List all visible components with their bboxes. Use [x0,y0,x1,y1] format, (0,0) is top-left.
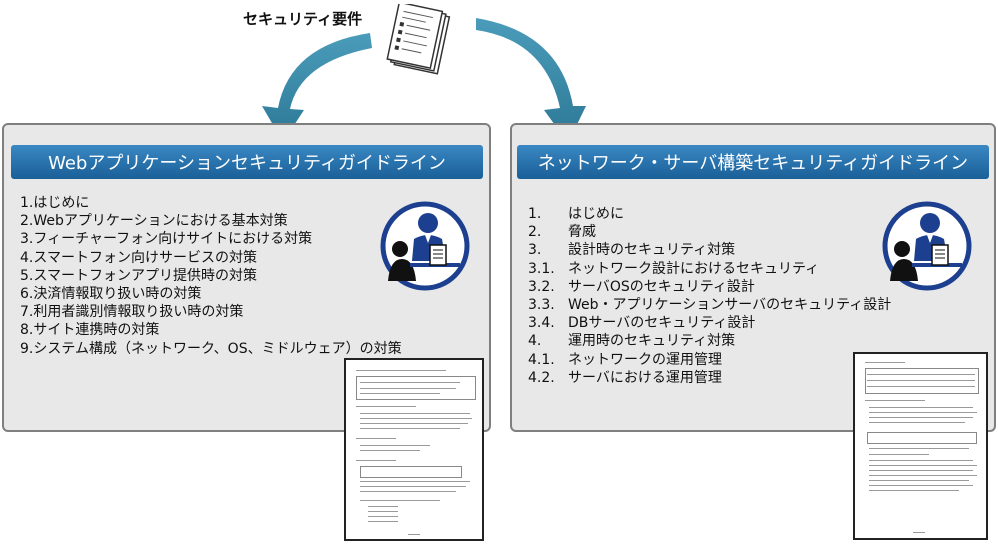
list-item: 7.利用者識別情報取り扱い時の対策 [20,304,244,321]
list-item: 4.2.サーバにおける運用管理 [528,369,722,386]
list-item: 3.フィーチャーフォン向けサイトにおける対策 [20,231,313,248]
guideline-toc-list: 1.はじめに 2.脅威 3.設計時のセキュリティ対策 3.1.ネットワーク設計に… [528,205,891,387]
list-item: 1.はじめに [20,195,90,211]
list-item: 3.1.ネットワーク設計におけるセキュリティ [528,260,820,277]
person-at-desk-icon [882,201,972,291]
list-item: 4.1.ネットワークの運用管理 [528,351,722,368]
list-item: 8.サイト連携時の対策 [20,322,160,339]
panel-title: Webアプリケーションセキュリティガイドライン [11,145,483,179]
list-item: 6.決済情報取り扱い時の対策 [20,286,202,303]
list-item: 5.スマートフォンアプリ提供時の対策 [20,267,257,284]
list-item: 3.設計時のセキュリティ対策 [528,242,736,259]
network-server-guideline-panel: ネットワーク・サーバ構築セキュリティガイドライン 1.はじめに 2.脅威 3.設… [510,123,996,432]
list-item: 4.スマートフォン向けサービスの対策 [20,249,257,266]
list-item: 3.2.サーバOSのセキュリティ設計 [528,278,755,295]
panel-title: ネットワーク・サーバ構築セキュリティガイドライン [517,145,989,179]
document-page-icon [344,358,484,541]
list-item: 1.はじめに [528,206,624,222]
list-item: 2.脅威 [528,224,596,241]
right-curved-arrow [476,18,586,143]
guideline-toc-list: 1.はじめに 2.Webアプリケーションにおける基本対策 3.フィーチャーフォン… [20,194,402,358]
document-page-icon [853,352,988,540]
list-item: 4.運用時のセキュリティ対策 [528,333,736,350]
requirements-label: セキュリティ要件 [243,10,363,28]
person-at-desk-icon [380,201,470,291]
list-item: 9.システム構成（ネットワーク、OS、ミドルウェア）の対策 [20,340,402,357]
list-item: 3.3.Web・アプリケーションサーバのセキュリティ設計 [528,297,892,314]
list-item: 2.Webアプリケーションにおける基本対策 [20,213,288,230]
left-curved-arrow [262,33,372,142]
list-item: 3.4.DBサーバのセキュリティ設計 [528,315,756,332]
document-stack-icon [386,4,451,75]
